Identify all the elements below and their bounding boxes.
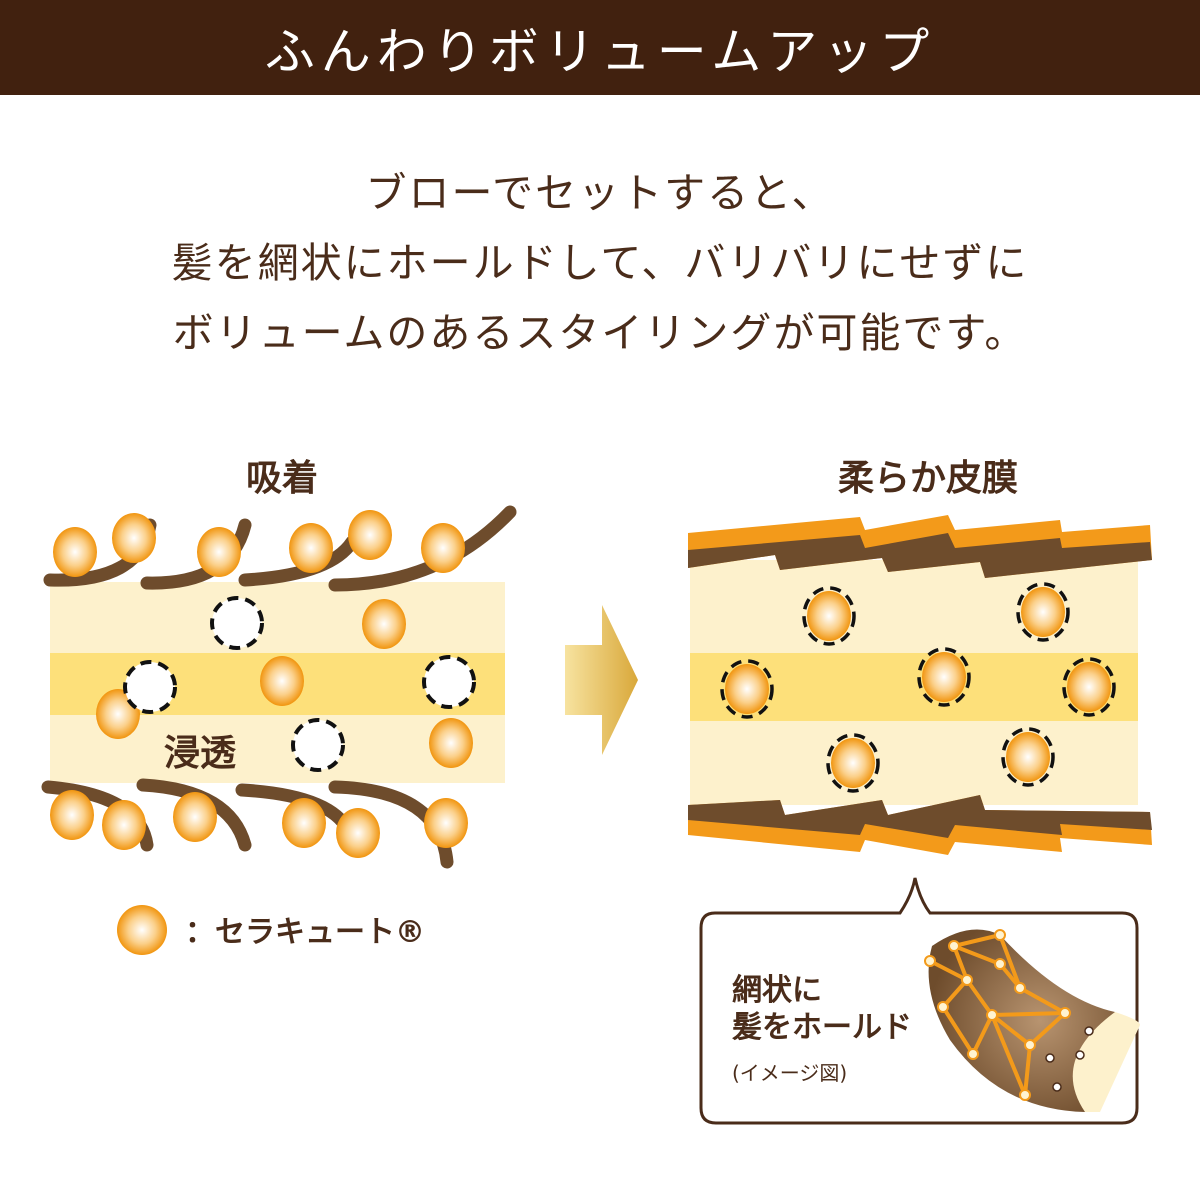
page-title: ふんわりボリュームアップ <box>264 22 936 81</box>
ceracute-particle <box>1021 587 1065 637</box>
film-boundary-icon <box>802 586 856 646</box>
intro-text: ブローでセットすると、 髪を網状にホールドして、バリバリにせずに ボリュームのあ… <box>0 158 1200 368</box>
ceracute-particle <box>197 527 241 577</box>
ceracute-particle <box>831 738 875 788</box>
film-boundary-icon <box>1001 727 1055 787</box>
ceracute-particle <box>53 527 97 577</box>
film-boundary-icon <box>826 733 880 793</box>
ceracute-particles-left <box>50 510 473 858</box>
ceracute-particle <box>1006 732 1050 782</box>
ceracute-particle <box>336 808 380 858</box>
ceracute-particle <box>725 664 769 714</box>
soft-film-bottom <box>688 795 1152 855</box>
ceracute-particle <box>424 798 468 848</box>
ceracute-legend-icon <box>117 905 167 955</box>
penetration-label: 浸透 <box>164 733 237 774</box>
bubble-line-2: 髪をホールド <box>731 1010 912 1045</box>
soft-film-top <box>688 515 1152 578</box>
right-diagram-title: 柔らか皮膜 <box>838 458 1018 499</box>
ceracute-particle <box>362 599 406 649</box>
empty-site-icon <box>291 718 345 772</box>
ceracute-particle <box>421 523 465 573</box>
ceracute-particle <box>112 513 156 563</box>
ceracute-particle <box>289 523 333 573</box>
ceracute-particle <box>173 792 217 842</box>
ceracute-particle <box>429 718 473 768</box>
empty-site-icon <box>422 655 476 709</box>
ceracute-particle <box>922 652 966 702</box>
ceracute-particle <box>807 591 851 641</box>
ceracute-particles-right <box>720 582 1116 793</box>
ceracute-particle <box>50 790 94 840</box>
bubble-line-1: 網状に <box>732 973 822 1008</box>
film-boundary-icon <box>720 659 774 719</box>
ceracute-particle <box>348 510 392 560</box>
hair-strand-illustration <box>924 929 1140 1112</box>
ceracute-particle <box>260 656 304 706</box>
film-boundary-icon <box>1062 657 1116 717</box>
ceracute-particle <box>1067 662 1111 712</box>
empty-sites-left <box>123 596 476 772</box>
left-diagram-title: 吸着 <box>246 458 318 499</box>
intro-line-2: 髪を網状にホールドして、バリバリにせずに <box>171 239 1029 287</box>
ceracute-particle <box>102 800 146 850</box>
right-arrow-icon <box>565 605 638 755</box>
title-banner: ふんわりボリュームアップ <box>0 0 1200 95</box>
intro-line-3: ボリュームのあるスタイリングが可能です。 <box>172 309 1028 357</box>
intro-line-1: ブローでセットすると、 <box>365 169 835 217</box>
film-boundary-icon <box>917 647 971 707</box>
bubble-note: (イメージ図) <box>732 1061 847 1085</box>
film-boundary-icon <box>1016 582 1070 642</box>
empty-site-icon <box>210 596 264 650</box>
legend-text: ：セラキュート® <box>185 915 425 950</box>
ceracute-particle <box>282 798 326 848</box>
empty-site-icon <box>123 660 177 714</box>
